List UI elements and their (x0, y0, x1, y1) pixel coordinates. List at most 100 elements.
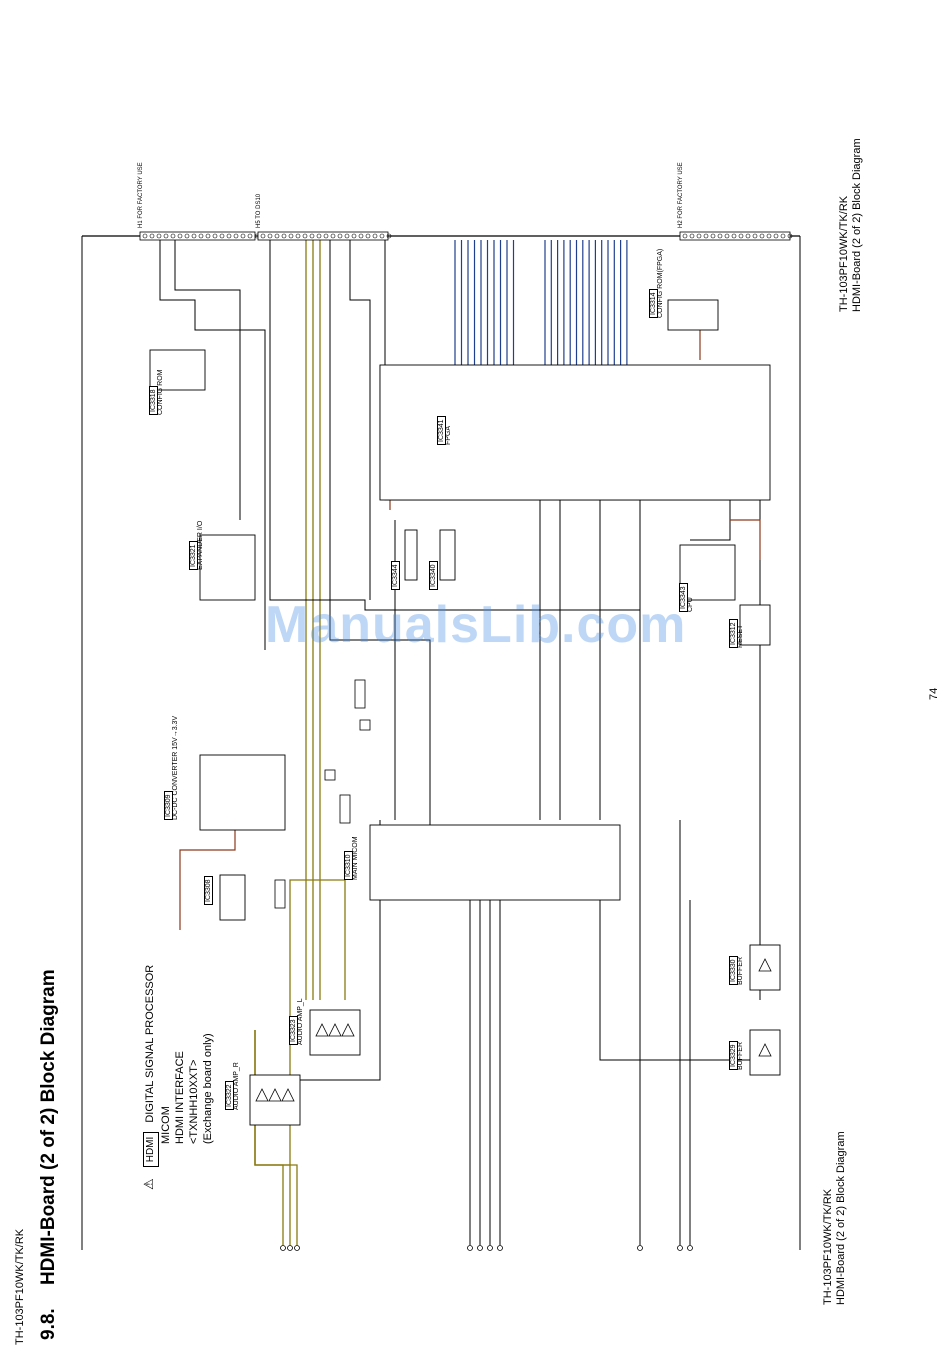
legend-line-4: <TXNHH10XXT> (188, 1059, 200, 1144)
block-name: CONFIG ROM(FPGA) (657, 248, 664, 318)
ic-block-ic3343 (679, 544, 736, 601)
signal-wire (174, 238, 241, 520)
block-name: DC-DC CONVERTER 15V→3.3V (172, 715, 179, 820)
connector-pin (717, 233, 723, 239)
ic-block-ic3308 (219, 874, 246, 921)
connector-h2 (679, 231, 791, 241)
connector-pin (281, 233, 287, 239)
block-name: MAIN MICOM (352, 836, 359, 880)
legend-tag: HDMI (143, 1131, 159, 1168)
connector-pin (302, 233, 308, 239)
ic-block-ic3318 (149, 349, 206, 391)
top-right-caption: TH-103PF10WK/TK/RK HDMI-Board (2 of 2) B… (838, 138, 864, 312)
ic-blocks (149, 299, 781, 1126)
block-label-ic3308: IC3308 (204, 876, 213, 905)
connector-label: H1 FOR FACTORY USE (138, 162, 144, 228)
block-name: CPU (687, 597, 694, 612)
connector-pin (149, 233, 155, 239)
bottom-terminal (294, 1245, 300, 1251)
block-name: AUDIO AMP_R (233, 1062, 240, 1110)
bottom-terminal (477, 1245, 483, 1251)
connector-label: H2 FOR FACTORY USE (678, 162, 684, 228)
connector-pin (267, 233, 273, 239)
ic-block-ic3344 (404, 529, 418, 581)
connector-pin (745, 233, 751, 239)
connector-pin (773, 233, 779, 239)
header-title: 9.8. HDMI-Board (2 of 2) Block Diagram (38, 969, 60, 1340)
legend-line-2: MICOM (160, 1106, 172, 1144)
block-label-ic3344: IC3344 (391, 561, 400, 590)
bottom-terminal (487, 1245, 493, 1251)
connector-pin (170, 233, 176, 239)
connector-pin (372, 233, 378, 239)
block-ref: IC3308 (204, 876, 213, 905)
block-ref: IC3340 (429, 561, 438, 590)
connector-pin (696, 233, 702, 239)
connector-pin (212, 233, 218, 239)
amp-triangle (255, 1088, 269, 1102)
section-title: HDMI-Board (2 of 2) Block Diagram (38, 969, 59, 1286)
signal-wire (690, 500, 731, 541)
header-model: TH-103PF10WK/TK/RK (14, 1228, 26, 1345)
block-name: RESET (737, 624, 744, 648)
block-name: BUFFER (737, 1042, 744, 1070)
connector-pin (724, 233, 730, 239)
connector-pin (738, 233, 744, 239)
ic-block-ic3309 (199, 754, 286, 831)
connector-pin (184, 233, 190, 239)
footer-model: TH-103PF10WK/TK/RK (822, 1188, 834, 1305)
top-right-title: HDMI-Board (2 of 2) Block Diagram (851, 138, 863, 312)
connector-h5 (257, 231, 389, 241)
connector-pin (330, 233, 336, 239)
signal-wire (269, 238, 640, 611)
connector-pin (323, 233, 329, 239)
amp-triangle (758, 1043, 772, 1057)
connector-pin (226, 233, 232, 239)
ic-block-ic3310 (369, 824, 621, 901)
connector-pin (703, 233, 709, 239)
connector-pin (351, 233, 357, 239)
bottom-terminal (287, 1245, 293, 1251)
amp-triangle (268, 1088, 282, 1102)
ic-block-ic3321 (199, 534, 256, 601)
audio-wire (254, 1030, 284, 1245)
block-name: AUDIO AMP_L (297, 998, 304, 1045)
signal-wire (159, 238, 266, 650)
transistor-block (274, 879, 286, 909)
block-ref: IC3344 (391, 561, 400, 590)
connector-pin (198, 233, 204, 239)
connector-pin (295, 233, 301, 239)
connector-pin (752, 233, 758, 239)
connector-pin (219, 233, 225, 239)
transistor-block (339, 794, 351, 824)
section-number: 9.8. (38, 1308, 59, 1340)
connector-pin (386, 233, 392, 239)
signal-wire (349, 238, 371, 600)
block-label-ic3340: IC3340 (429, 561, 438, 590)
signal-wire (329, 238, 431, 900)
block-name: BUFFER (737, 957, 744, 985)
connector-pin (288, 233, 294, 239)
bottom-terminal (687, 1245, 693, 1251)
top-right-model: TH-103PF10WK/TK/RK (838, 195, 850, 312)
connector-pin (191, 233, 197, 239)
bottom-terminal (467, 1245, 473, 1251)
audio-wire (254, 1030, 291, 1245)
connector-pin (177, 233, 183, 239)
transistor-block (354, 679, 366, 709)
connector-pin (689, 233, 695, 239)
connector-pin (240, 233, 246, 239)
connector-pin (247, 233, 253, 239)
connector-pin (205, 233, 211, 239)
connector-pin (274, 233, 280, 239)
